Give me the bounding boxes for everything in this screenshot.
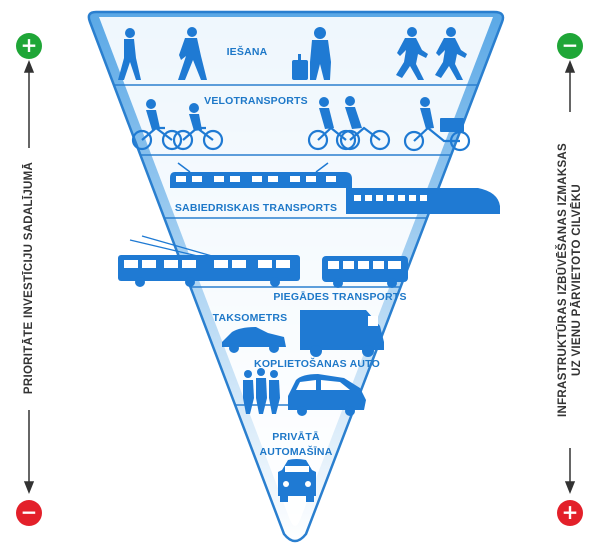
left-axis-label: PRIORITĀTE INVESTĪCIJU SADALĪJUMĀ	[23, 161, 35, 395]
right-axis-label-line2: UZ VIENU PĀRVIETOTO CILVĒKU	[571, 184, 583, 376]
bus-icon	[118, 235, 408, 288]
delivery-van-icon	[300, 310, 384, 357]
tram-icon	[170, 162, 352, 188]
left-axis-arrows	[23, 59, 35, 495]
people-icon	[243, 368, 280, 414]
shared-car-icon	[288, 374, 366, 416]
train-icon	[346, 188, 500, 214]
right-axis-arrows	[564, 59, 576, 495]
tier-label-car-sharing: KOPLIETOŠANAS AUTO	[254, 357, 380, 370]
tier-label-private-car-line2: AUTOMAŠĪNA	[260, 445, 333, 458]
tier-label-walking: IEŠANA	[227, 45, 268, 58]
right-axis-label-line1: INFRASTRUKTŪRAS IZBŪVĒŠANAS IZMAKSAS	[557, 142, 569, 418]
right-minus-badge: −	[557, 33, 583, 59]
cyclist-riders-icon	[146, 96, 464, 132]
pedestrian-icon	[118, 27, 467, 80]
right-plus-badge: +	[557, 500, 583, 526]
right-axis-label: INFRASTRUKTŪRAS IZBŪVĒŠANAS IZMAKSAS UZ …	[556, 143, 584, 417]
tier-label-cycling: VELOTRANSPORTS	[204, 95, 308, 107]
left-minus-badge: −	[16, 500, 42, 526]
taxi-icon	[222, 327, 286, 353]
car-icon	[278, 459, 316, 502]
tier-label-public-transport: SABIEDRISKAIS TRANSPORTS	[175, 202, 337, 214]
tier-label-private-car-line1: PRIVĀTĀ	[272, 431, 320, 443]
left-plus-badge: +	[16, 33, 42, 59]
tier-label-delivery: PIEGĀDES TRANSPORTS	[273, 291, 406, 303]
tier-label-taxi: TAKSOMETRS	[213, 312, 288, 324]
